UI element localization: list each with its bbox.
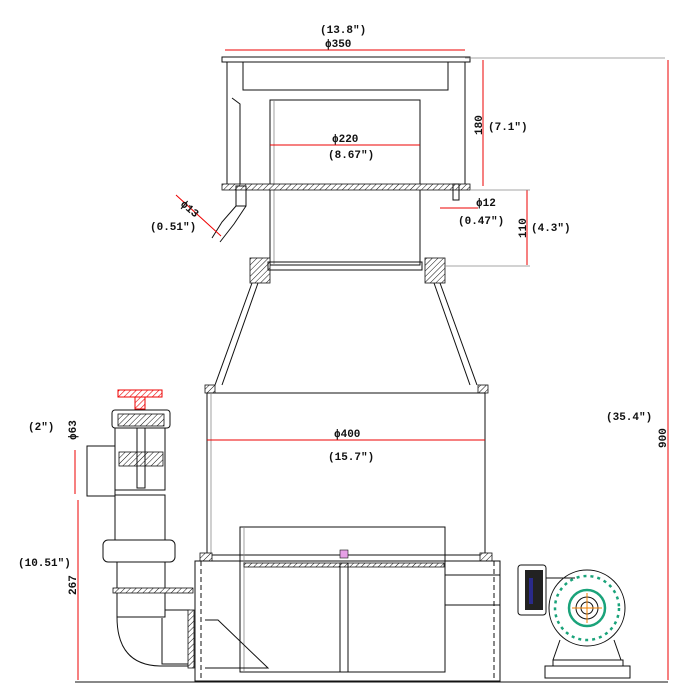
dim-body-dia-in: (15.7") [328, 452, 374, 464]
main-body [75, 392, 668, 683]
pump [517, 564, 631, 679]
dim-neck-height-in: (4.3") [531, 223, 571, 235]
collection-cup [211, 56, 665, 266]
cone [204, 282, 489, 394]
dim-left-port-in: (0.51") [150, 222, 196, 234]
dim-total-height-mm: 900 [658, 428, 670, 448]
dim-left-port-mm: ϕ13 [177, 199, 200, 221]
dim-pipe-dia-mm: ϕ63 [68, 420, 80, 440]
dimension-lines [74, 49, 669, 680]
outlet-valve [86, 389, 195, 669]
dim-right-port-mm: ϕ12 [476, 198, 496, 210]
dim-outlet-height-in: (10.51") [18, 558, 71, 570]
dim-neck-height-mm: 110 [518, 218, 530, 238]
dim-inner-dia-mm: ϕ220 [332, 134, 358, 146]
dim-top-width-in: (13.8") [320, 25, 366, 37]
dim-top-width-mm: ϕ350 [325, 39, 351, 51]
dim-inner-dia-in: (8.67") [328, 150, 374, 162]
dim-upper-height-mm: 180 [474, 115, 486, 135]
dim-pipe-dia-in: (2") [28, 422, 54, 434]
dim-total-height-in: (35.4") [606, 412, 652, 424]
dim-upper-height-in: (7.1") [488, 122, 528, 134]
dim-body-dia-mm: ϕ400 [334, 429, 360, 441]
neck-ring [249, 257, 446, 284]
dim-right-port-in: (0.47") [458, 216, 504, 228]
dim-outlet-height-mm: 267 [68, 575, 80, 595]
